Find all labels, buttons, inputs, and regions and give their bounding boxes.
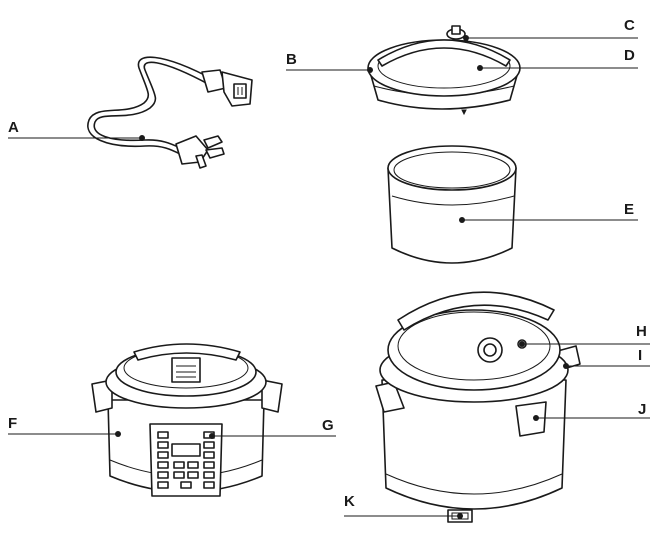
power-cord xyxy=(87,56,253,169)
wall-plug xyxy=(175,135,225,169)
callout-label-j: J xyxy=(638,401,646,418)
callout-label-e: E xyxy=(624,201,634,218)
callout-label-k: K xyxy=(344,493,355,510)
cooker-front-view xyxy=(91,343,283,497)
appliance-connector xyxy=(201,69,253,107)
callout-label-d: D xyxy=(624,47,635,64)
callout-label-c: C xyxy=(624,17,635,34)
control-panel xyxy=(149,423,223,497)
inner-pot xyxy=(387,145,517,264)
callout-label-i: I xyxy=(638,347,642,364)
callout-label-f: F xyxy=(8,415,17,432)
cooker-rear-view xyxy=(375,291,581,523)
lid-assembly xyxy=(367,25,521,116)
callout-label-b: B xyxy=(286,51,297,68)
callout-label-h: H xyxy=(636,323,647,340)
callout-label-g: G xyxy=(322,417,334,434)
callouts: A B C D E F G H I J xyxy=(8,17,650,519)
callout-label-a: A xyxy=(8,119,19,136)
